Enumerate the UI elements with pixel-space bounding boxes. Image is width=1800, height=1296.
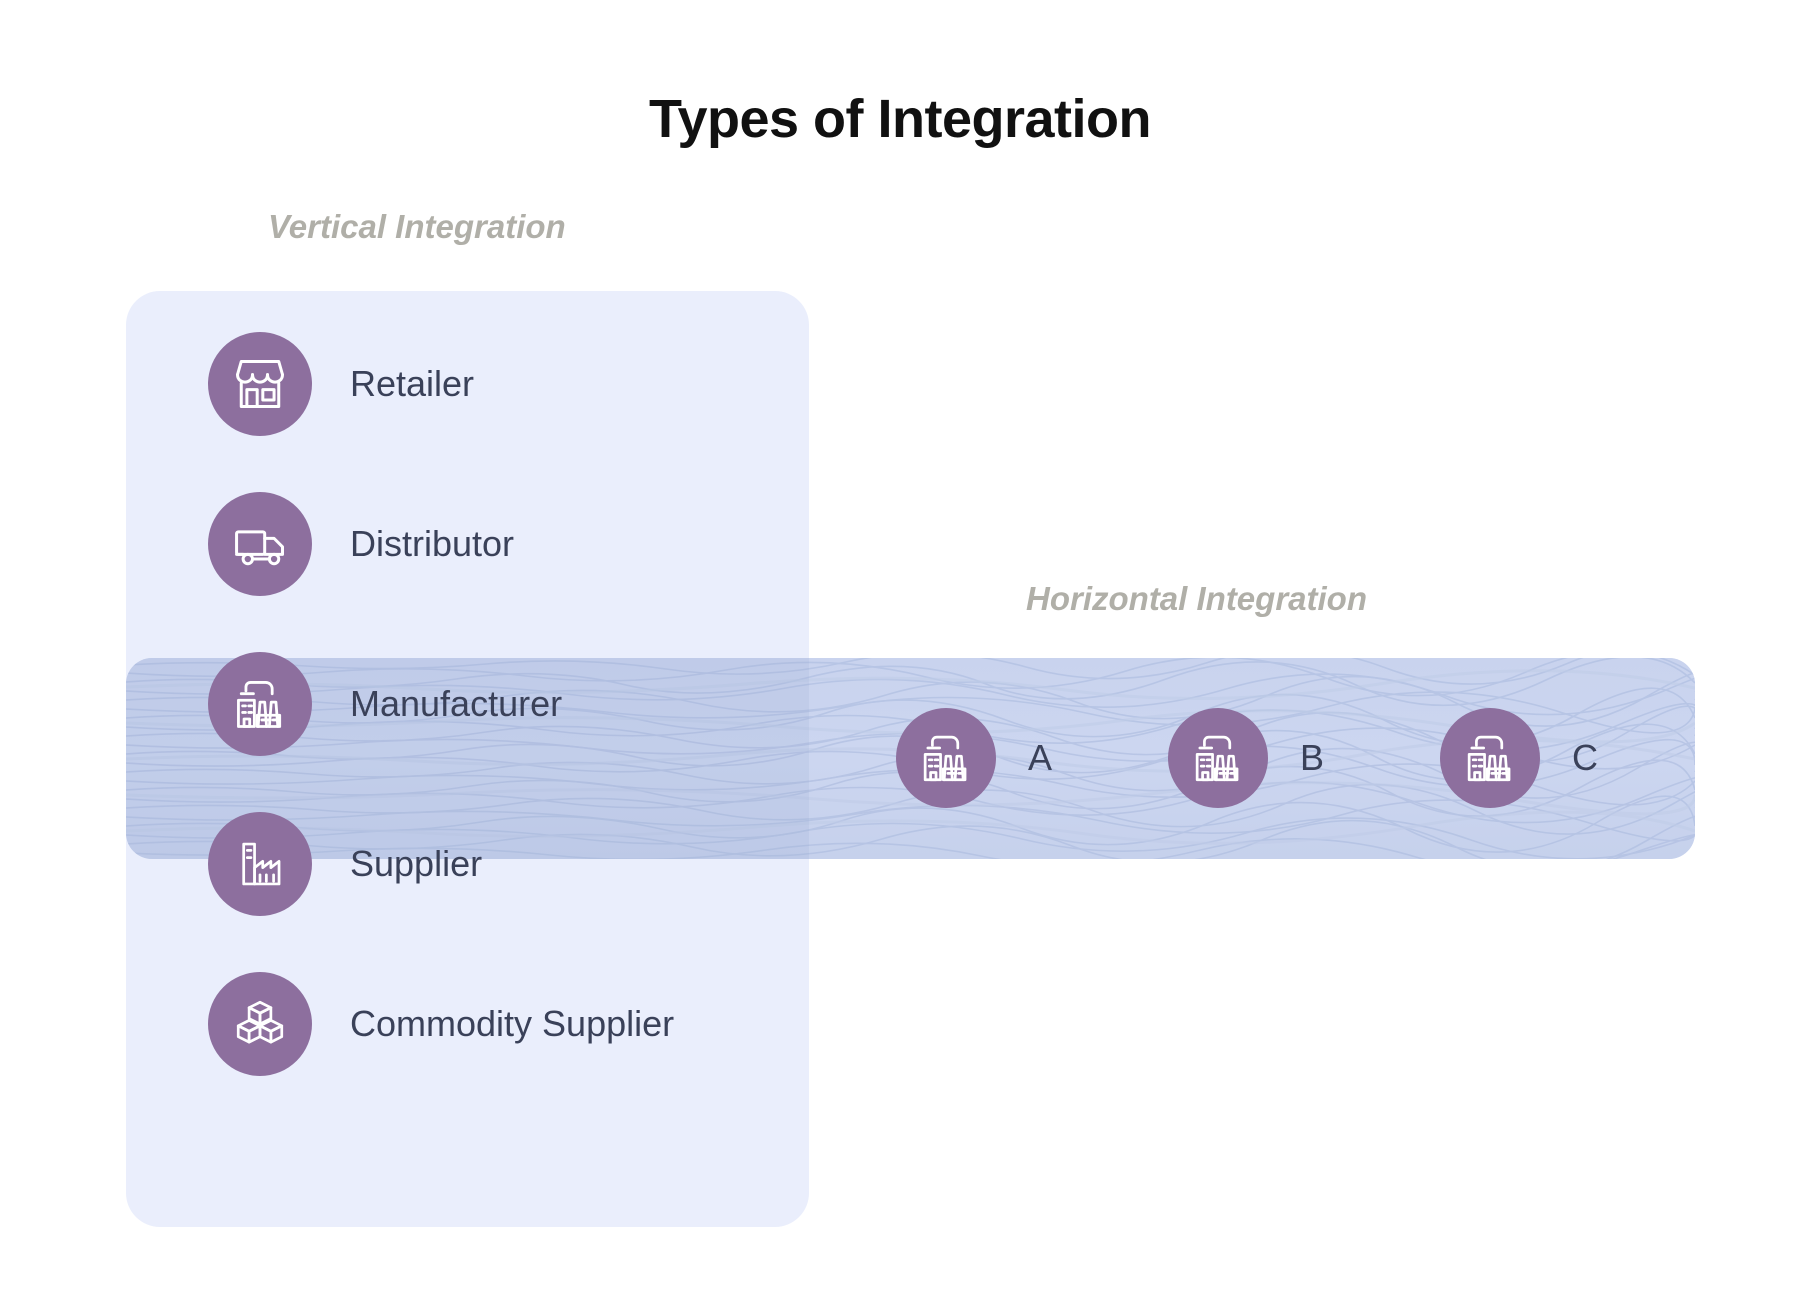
vertical-item-commodity-supplier[interactable]: Commodity Supplier [208,972,674,1076]
vertical-item-manufacturer[interactable]: Manufacturer [208,652,562,756]
factory-icon [896,708,996,808]
vertical-item-retailer[interactable]: Retailer [208,332,474,436]
vertical-item-label: Distributor [350,523,515,564]
band-wave-texture [126,658,1695,859]
vertical-item-supplier[interactable]: Supplier [208,812,482,916]
horizontal-item-label: A [1028,737,1053,778]
horizontal-item-b[interactable]: B [1168,708,1324,808]
vertical-item-label: Supplier [350,843,483,884]
page-title: Types of Integration [648,89,1152,149]
factory-icon [1440,708,1540,808]
vertical-item-label: Manufacturer [350,683,563,724]
factory-icon [1168,708,1268,808]
factory-icon [208,652,312,756]
horizontal-item-a[interactable]: A [896,708,1052,808]
cube-stack-icon [208,972,312,1076]
horizontal-item-label: B [1300,737,1325,778]
vertical-integration-caption: Vertical Integration [268,208,566,245]
vertical-item-label: Retailer [350,363,475,404]
vertical-item-label: Commodity Supplier [350,1003,675,1044]
delivery-truck-icon [208,492,312,596]
horizontal-item-c[interactable]: C [1440,708,1598,808]
industrial-plant-icon [208,812,312,916]
storefront-icon [208,332,312,436]
horizontal-integration-caption: Horizontal Integration [1026,580,1367,617]
vertical-item-distributor[interactable]: Distributor [208,492,514,596]
horizontal-item-label: C [1572,737,1598,778]
